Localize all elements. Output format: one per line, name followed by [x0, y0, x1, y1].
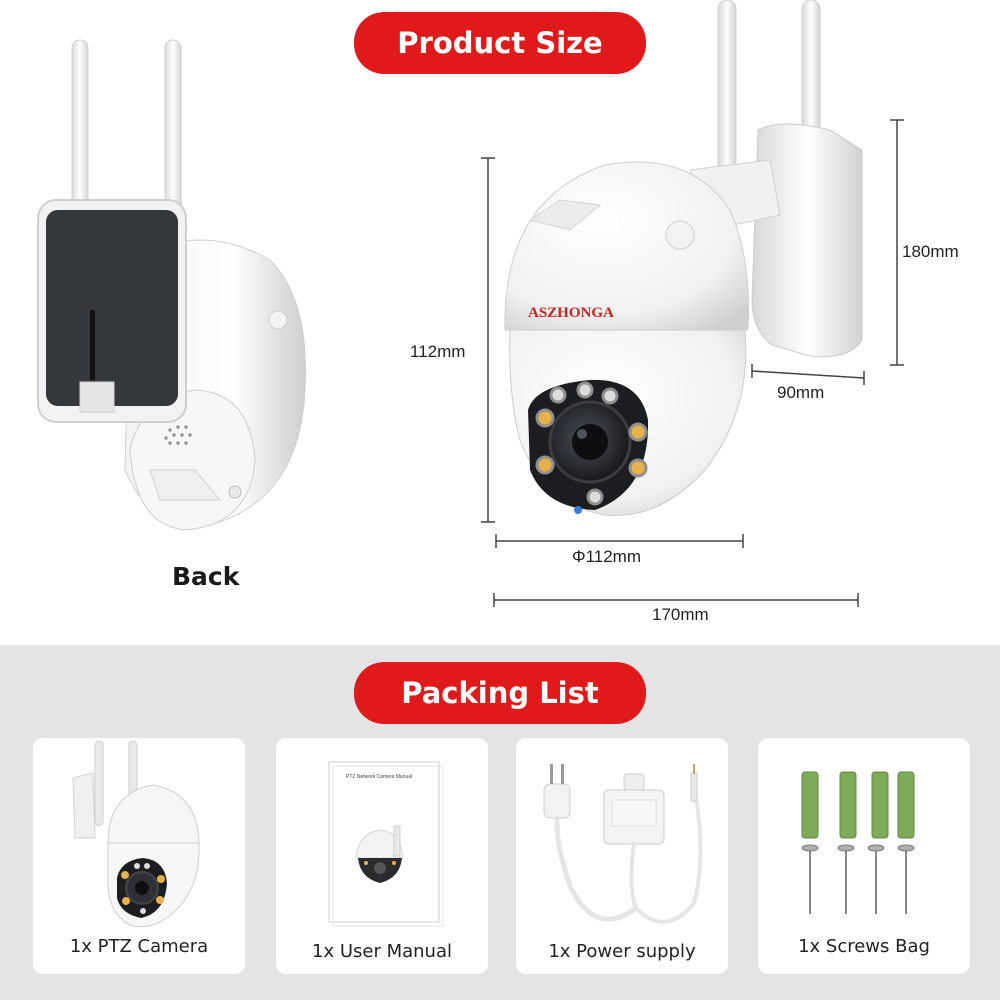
screws-bag-thumbnail [801, 771, 915, 914]
brand-logo: ASZHONGA [528, 305, 614, 321]
user-manual-cover-title: PTZ Network Camera Manual [346, 774, 413, 780]
back-view-label: Back [172, 562, 240, 591]
power-supply-label: 1x Power supply [548, 941, 696, 962]
screws-bag-label: 1x Screws Bag [798, 936, 930, 957]
user-manual-label: 1x User Manual [312, 941, 452, 962]
product-size-section: Back ASZHONGA [37, 0, 959, 624]
dimension-bracket-width: 90mm [777, 383, 825, 402]
ptz-camera-label: 1x PTZ Camera [69, 936, 209, 957]
back-view-camera-image [37, 39, 307, 531]
packing-item-screws-bag: 1x Screws Bag [758, 738, 970, 974]
dimension-height-body: 112mm [410, 342, 466, 361]
power-supply-thumbnail [543, 764, 703, 924]
user-manual-thumbnail [328, 761, 444, 927]
front-view-camera-image: ASZHONGA [504, 0, 863, 516]
dimension-height-total: 180mm [902, 242, 959, 261]
packing-item-power-supply: 1x Power supply [516, 738, 728, 974]
dimension-diameter: Φ112mm [572, 547, 641, 566]
product-size-title: Product Size [354, 12, 646, 74]
packing-item-ptz-camera: 1x PTZ Camera [33, 738, 245, 974]
packing-item-user-manual: PTZ Network Camera Manual 1x User Manual [276, 738, 488, 974]
dimension-depth-total: 170mm [652, 605, 709, 624]
ptz-camera-thumbnail [72, 740, 200, 928]
dimension-lines [481, 119, 904, 607]
packing-list-title: Packing List [354, 662, 646, 724]
